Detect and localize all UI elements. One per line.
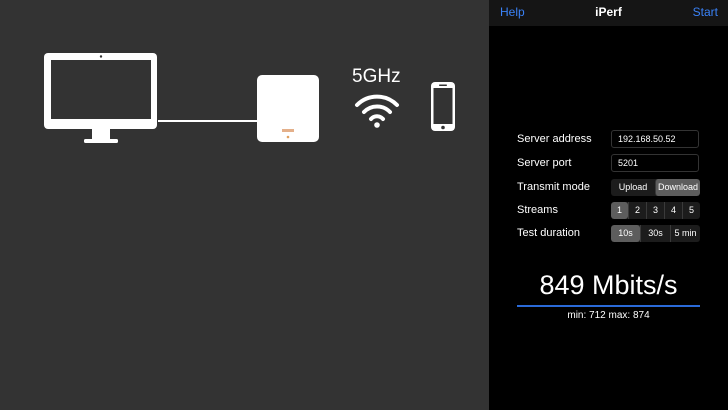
test-duration-10s[interactable]: 10s [611, 225, 640, 242]
throughput-value: 849 Mbits/s [539, 270, 678, 300]
help-button[interactable]: Help [500, 5, 525, 19]
computer-icon [44, 53, 157, 143]
server-address-input[interactable] [611, 130, 699, 148]
server-port-input[interactable] [611, 154, 699, 172]
test-duration-30s[interactable]: 30s [640, 225, 670, 242]
network-diagram [44, 53, 455, 143]
throughput-min-max: min: 712 max: 874 [567, 310, 650, 321]
transmit-mode-upload[interactable]: Upload [618, 182, 648, 192]
start-button[interactable]: Start [692, 5, 718, 19]
wifi-icon [355, 94, 399, 128]
streams-option-1[interactable]: 1 [611, 202, 628, 219]
server-address-label: Server address [517, 133, 592, 145]
server-port-label: Server port [517, 157, 572, 169]
test-duration-segmented-control: 10s 30s 5 min [611, 225, 700, 242]
streams-option-3[interactable]: 3 [646, 202, 664, 219]
transmit-mode-segmented-control: Upload Download [611, 179, 700, 196]
transmit-mode-label: Transmit mode [517, 181, 590, 193]
streams-segmented-control: 1 2 3 4 5 [611, 202, 700, 219]
streams-option-4[interactable]: 4 [664, 202, 682, 219]
streams-option-2[interactable]: 2 [628, 202, 646, 219]
router-icon [257, 75, 319, 142]
wifi-band-label: 5GHz [352, 66, 401, 87]
network-diagram-panel: 5GHz [0, 0, 489, 410]
streams-label: Streams [517, 204, 558, 216]
streams-option-5[interactable]: 5 [682, 202, 700, 219]
iperf-panel: Help iPerf Start Server address Server p… [489, 0, 728, 410]
test-duration-label: Test duration [517, 227, 580, 239]
test-duration-5min[interactable]: 5 min [670, 225, 700, 242]
throughput-underline [517, 305, 700, 307]
page-title: iPerf [595, 5, 622, 19]
transmit-mode-download[interactable]: Download [655, 179, 700, 196]
navigation-bar: Help iPerf Start [489, 0, 728, 26]
phone-icon [431, 82, 455, 131]
